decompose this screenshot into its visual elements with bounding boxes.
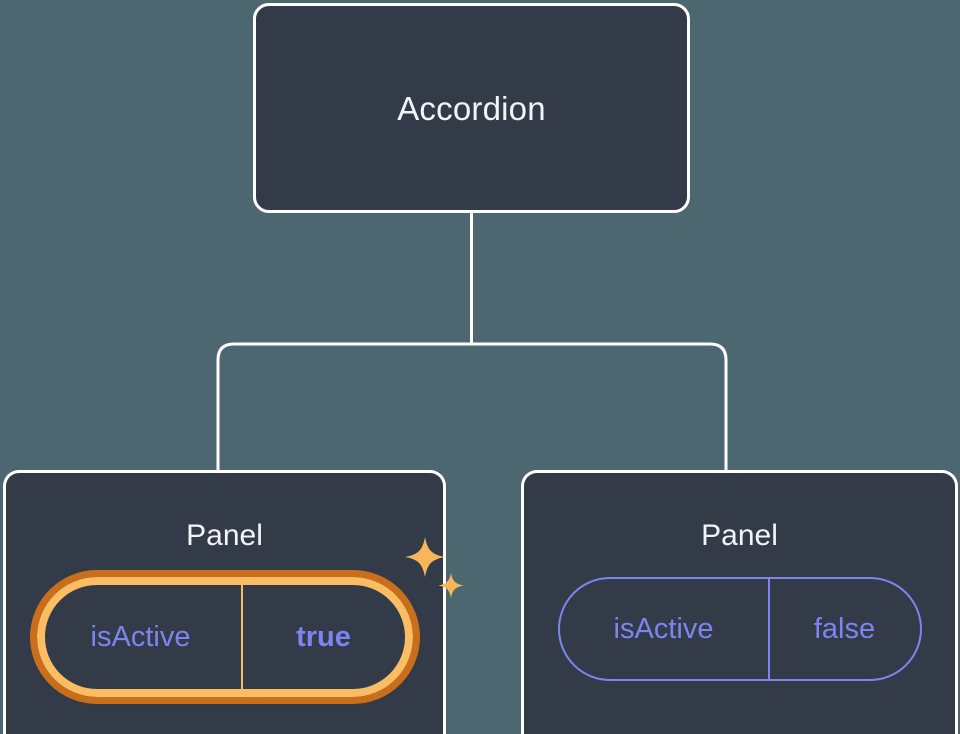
prop-key-label: isActive xyxy=(90,620,191,653)
prop-pill-isactive-true[interactable]: isActive true xyxy=(29,570,420,704)
tree-node-panel-inactive[interactable]: Panel isActive false xyxy=(521,470,958,734)
prop-value-label: true xyxy=(240,585,405,689)
prop-pill-wrapper-active: isActive true xyxy=(29,537,463,704)
tree-node-panel-active[interactable]: Panel isActive true xyxy=(3,470,463,734)
tree-node-accordion[interactable]: Accordion xyxy=(253,3,690,213)
sparkles-icon xyxy=(404,537,463,598)
prop-pill-wrapper-inactive: isActive false xyxy=(557,577,922,681)
node-label-panel-inactive: Panel xyxy=(701,519,778,552)
prop-value-label: false xyxy=(767,579,920,679)
node-label-accordion: Accordion xyxy=(397,89,546,127)
prop-pill-isactive-false[interactable]: isActive false xyxy=(557,577,922,681)
node-label-panel-active: Panel xyxy=(186,519,263,552)
connector-branch-bus xyxy=(216,342,728,470)
prop-key-label: isActive xyxy=(613,612,714,645)
